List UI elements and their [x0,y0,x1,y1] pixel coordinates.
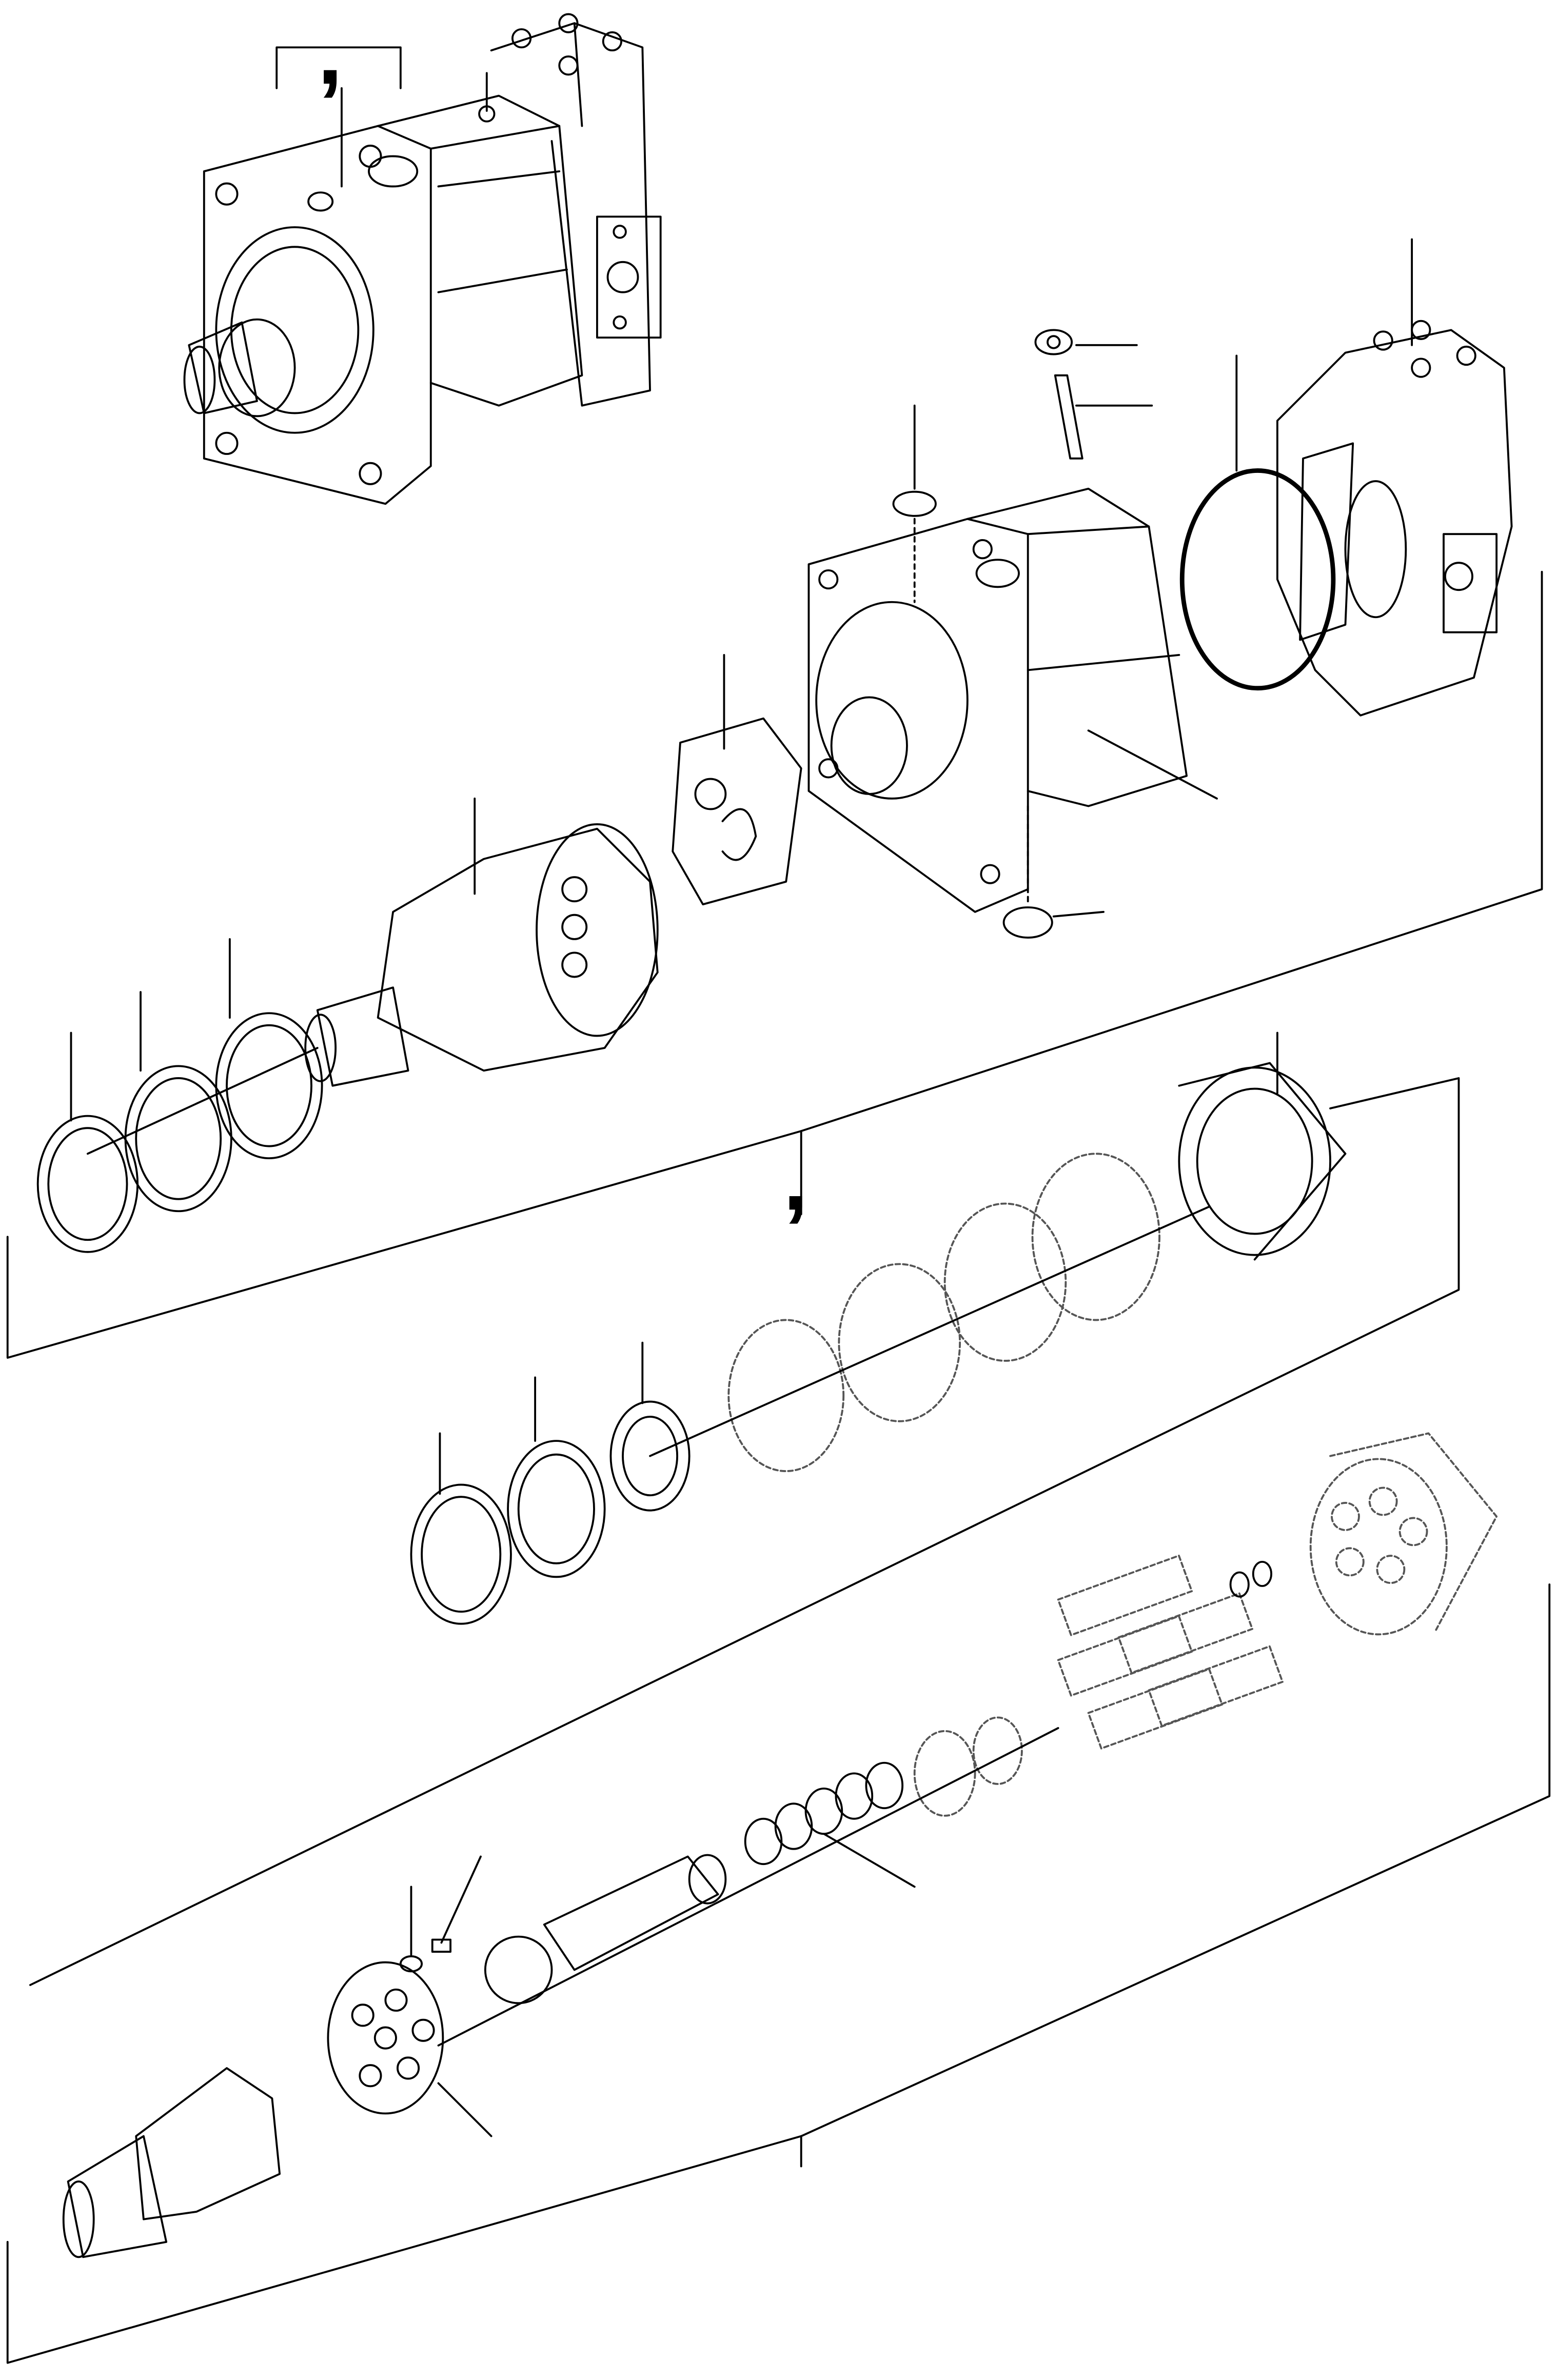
center-spring [744,1761,916,1888]
top-callout-bracket [275,46,402,89]
o-ring-large [1179,468,1336,691]
assembled-motor [183,13,662,505]
roller-bearing [1178,1032,1347,1261]
center-pin [484,1854,727,2005]
housing-group-bracket [6,570,1543,1359]
retaining-screw [399,1855,482,1973]
exploded-housing [6,238,1543,1359]
cylinder-block [1309,1432,1498,1636]
cylinder-group [6,1432,1551,2364]
spring-washers [913,1716,1023,1817]
bearing-group [29,1032,1460,1986]
bearing-group-bracket [29,1077,1460,1986]
cylinder-group-bracket [6,1583,1551,2364]
ball-bearing [609,1341,691,1512]
control-block [478,13,662,407]
motor-housing [377,94,583,407]
callout-label-middle: , [783,1128,808,1229]
housing-cover-plug [892,404,937,603]
mounting-flange [203,125,432,505]
dashed-parts-bearing [727,1153,1160,1472]
pistons [1057,1554,1284,1750]
screw-and-nut [1034,329,1153,460]
retaining-plate [327,1961,492,2137]
rings-exploded-top [36,938,323,1253]
drain-plug [1002,805,1105,939]
housing-main [807,487,1218,913]
drive-shaft [62,2067,281,2258]
callout-label-top: , [318,2,343,103]
rotary-group [304,797,659,1087]
control-block-exploded [1276,238,1513,717]
output-shaft [183,318,296,418]
valve-plate [672,653,802,906]
